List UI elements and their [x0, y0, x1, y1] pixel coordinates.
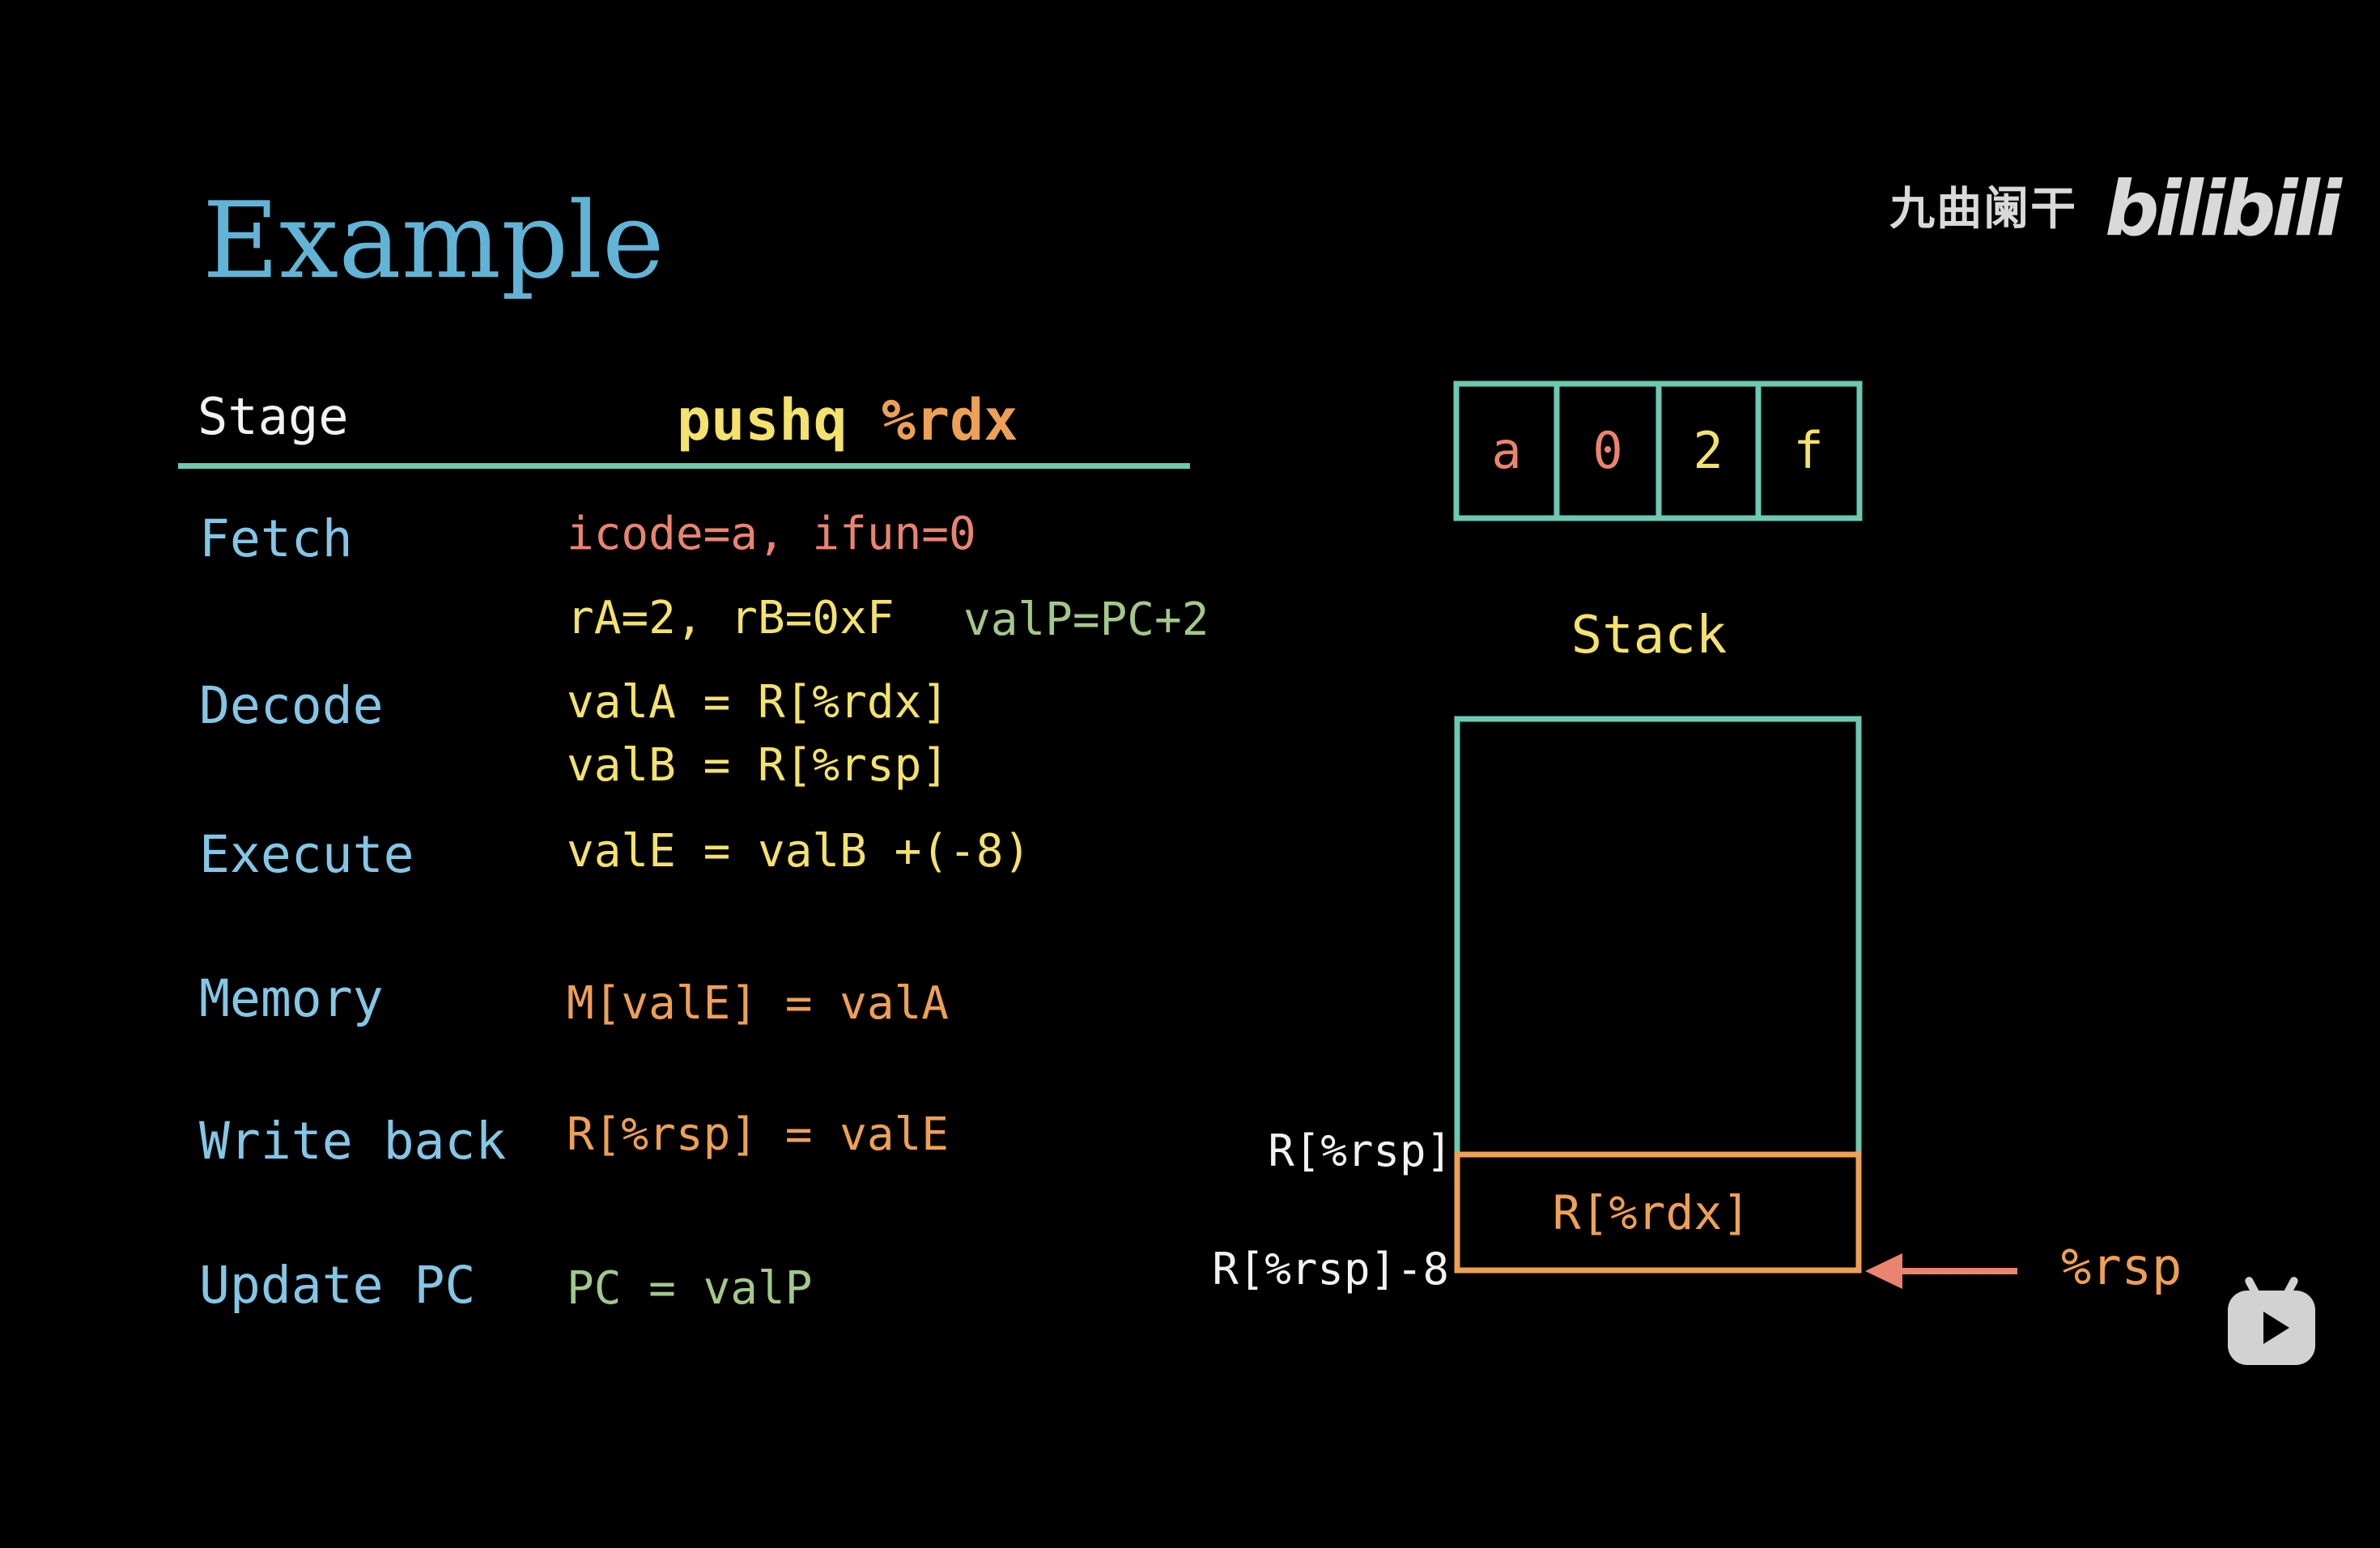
stage-column-header: Stage — [198, 387, 349, 446]
stack-address-bottom: R[%rsp]-8 — [1212, 1244, 1449, 1295]
watermark: 九曲阑干 bilibili — [1889, 165, 2342, 253]
fetch-valp-line: valP=PC+2 — [963, 593, 1209, 646]
stack-address-top: R[%rsp] — [1268, 1125, 1452, 1176]
encoding-byte-2: 2 — [1693, 421, 1723, 480]
instruction-encoding — [1453, 381, 1863, 521]
stage-update-pc-label: Update PC — [199, 1256, 476, 1315]
encoding-byte-0: 0 — [1592, 421, 1622, 480]
memory-write-line: M[valE] = valA — [567, 977, 950, 1030]
stack-pushed-cell — [1454, 1151, 1862, 1274]
play-triangle-icon — [2263, 1312, 2289, 1344]
instruction-opcode: pushq — [677, 387, 848, 453]
decode-valb-line: valB = R[%rsp] — [567, 739, 950, 792]
header-divider — [178, 463, 1190, 469]
fetch-icode-line: icode=a, ifun=0 — [567, 508, 976, 560]
stack-label: Stack — [1571, 606, 1728, 666]
fetch-registers-line: rA=2, rB=0xF — [567, 592, 895, 644]
stage-decode-label: Decode — [199, 676, 384, 735]
encoding-byte-f: f — [1793, 421, 1823, 480]
stage-memory-label: Memory — [199, 969, 384, 1028]
play-icon[interactable] — [2228, 1291, 2315, 1365]
encoding-byte-a: a — [1491, 421, 1521, 480]
writeback-rsp-line: R[%rsp] = valE — [567, 1108, 950, 1161]
watermark-author: 九曲阑干 — [1889, 183, 2078, 236]
rsp-arrow-icon — [1865, 1253, 2017, 1289]
decode-vala-line: valA = R[%rdx] — [567, 676, 950, 729]
rsp-pointer-label: %rsp — [2061, 1237, 2182, 1296]
stage-writeback-label: Write back — [199, 1112, 507, 1171]
bilibili-logo: bilibili — [2105, 165, 2342, 253]
stack-body — [1454, 716, 1862, 1158]
instruction-header: pushq %rdx — [677, 392, 1018, 449]
stage-fetch-label: Fetch — [199, 509, 353, 568]
stage-execute-label: Execute — [199, 825, 414, 884]
execute-vale-line: valE = valB +(-8) — [567, 825, 1031, 878]
update-pc-line: PC = valP — [567, 1262, 813, 1315]
slide-title: Example — [202, 179, 665, 302]
stack-cell-value: R[%rdx] — [1553, 1185, 1750, 1240]
instruction-register: %rdx — [881, 387, 1018, 453]
